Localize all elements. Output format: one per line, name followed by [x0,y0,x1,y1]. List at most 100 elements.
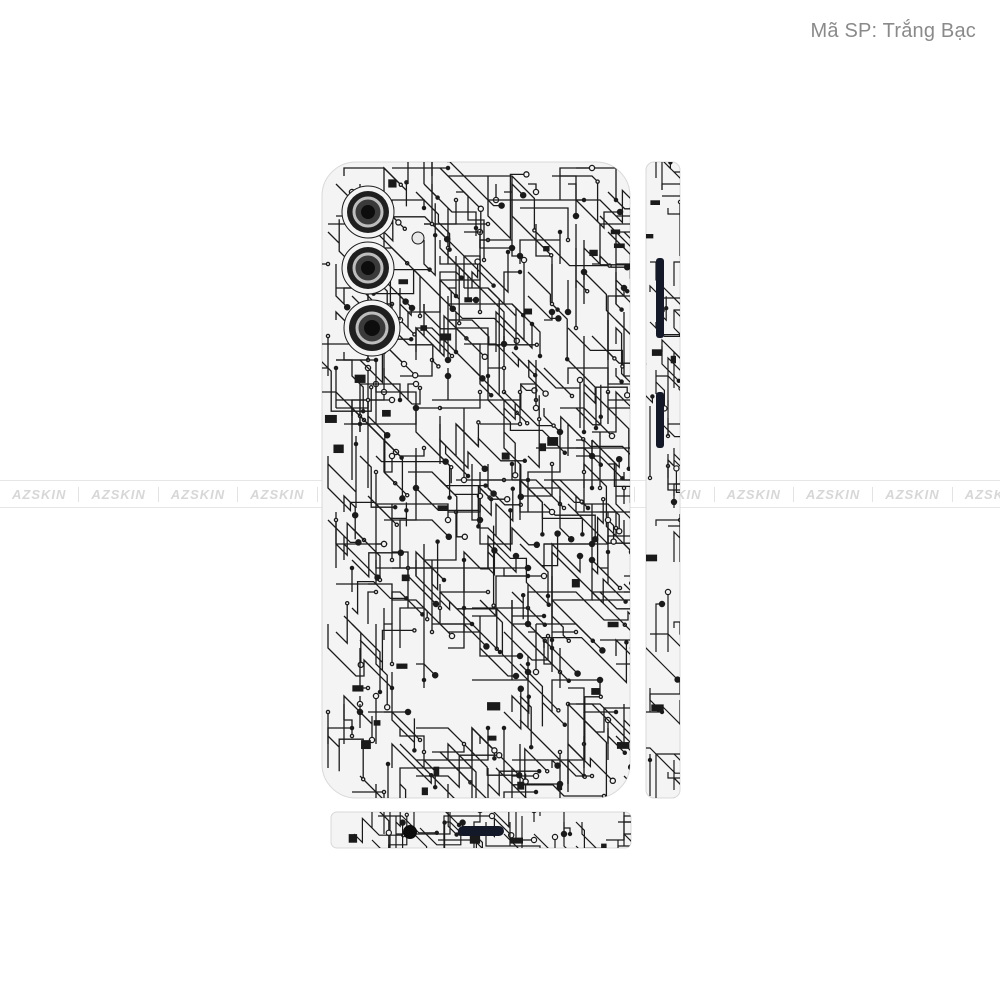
circuit-pad [548,508,556,516]
circuit-pad [436,364,441,369]
circuit-pad [325,709,331,715]
circuit-pad [325,333,331,339]
circuit-trace [480,510,512,552]
circuit-trace [503,688,522,731]
circuit-pad [610,538,617,545]
circuit-pad [444,356,452,364]
circuit-trace [661,162,671,190]
circuit-trace [471,768,479,798]
circuit-trace [485,822,541,848]
circuit-trace [592,223,630,265]
circuit-pad [449,353,455,359]
circuit-chip [616,742,630,749]
circuit-pad [412,748,417,753]
circuit-trace [487,376,566,454]
circuit-trace [599,254,628,268]
circuit-trace [472,672,529,681]
circuit-pad [600,496,606,502]
circuit-trace [352,791,385,798]
circuit-pad [580,532,585,537]
circuit-trace [399,726,495,798]
circuit-pad [517,421,523,427]
circuit-trace [399,743,474,798]
circuit-trace [583,719,624,798]
circuit-trace [646,747,680,774]
circuit-pad [511,471,519,479]
circuit-pad [619,379,624,384]
circuit-pad [461,741,467,747]
circuit-trace [407,271,463,328]
circuit-pad [432,600,440,608]
circuit-trace [615,280,623,311]
circuit-chip [361,740,371,750]
circuit-chip [651,349,662,356]
circuit-trace [415,408,451,498]
circuit-pad [624,640,629,645]
circuit-pad [556,708,561,713]
circuit-pad [417,313,423,319]
circuit-pad [620,284,628,292]
circuit-pad [534,342,540,348]
circuit-pad [676,378,680,383]
circuit-pad [432,232,438,238]
circuit-trace [520,383,537,408]
camera-module [341,185,425,357]
circuit-pad [404,492,410,498]
circuit-pad [333,517,339,523]
circuit-pad [408,304,416,312]
circuit-pad [517,269,523,275]
circuit-pad [412,380,420,388]
product-code-label: Mã SP: Trắng Bạc [810,20,976,42]
circuit-trace [649,681,680,712]
circuit-pad [481,465,489,473]
circuit-pad [388,452,396,460]
circuit-pad [588,164,596,172]
circuit-trace [375,624,388,708]
circuit-trace [560,407,613,437]
circuit-trace [674,171,680,220]
circuit-trace [519,719,592,777]
phone-bottom-skin [330,810,632,850]
circuit-trace [661,423,680,438]
circuit-chip [398,279,409,285]
circuit-pad [524,420,530,426]
circuit-pad [472,296,480,304]
circuit-pad [325,261,331,267]
circuit-trace [655,519,680,526]
circuit-pad [557,749,563,755]
circuit-pad [646,361,647,367]
circuit-pad [581,197,587,203]
circuit-trace [471,261,479,288]
circuit-trace [399,607,425,688]
circuit-pad [613,709,619,715]
circuit-pad [445,162,451,163]
circuit-trace [351,580,407,616]
circuit-pad [459,275,464,280]
camera-lens-2 [341,241,395,295]
circuit-pad [572,212,580,220]
circuit-pad [432,784,438,790]
circuit-pad [628,548,630,556]
circuit-pad [647,757,653,763]
circuit-trace [400,448,425,457]
circuit-trace [399,288,407,320]
circuit-trace [367,591,376,624]
circuit-chip [646,233,654,239]
circuit-pad [437,605,443,611]
circuit-trace [623,812,631,846]
circuit-pad [385,761,391,767]
circuit-chip [352,685,364,692]
circuit-chip [420,325,428,331]
circuit-trace [353,816,404,844]
circuit-pad [402,226,408,232]
circuit-pad [673,465,680,472]
circuit-pad [593,425,599,431]
circuit-trace [383,336,421,405]
circuit-pad [381,789,387,795]
circuit-trace [581,822,631,848]
circuit-trace [607,728,626,754]
circuit-pad [395,219,402,226]
circuit-trace [336,368,385,401]
watermark-text: AZSKIN [873,486,953,502]
circuit-trace [439,232,481,352]
